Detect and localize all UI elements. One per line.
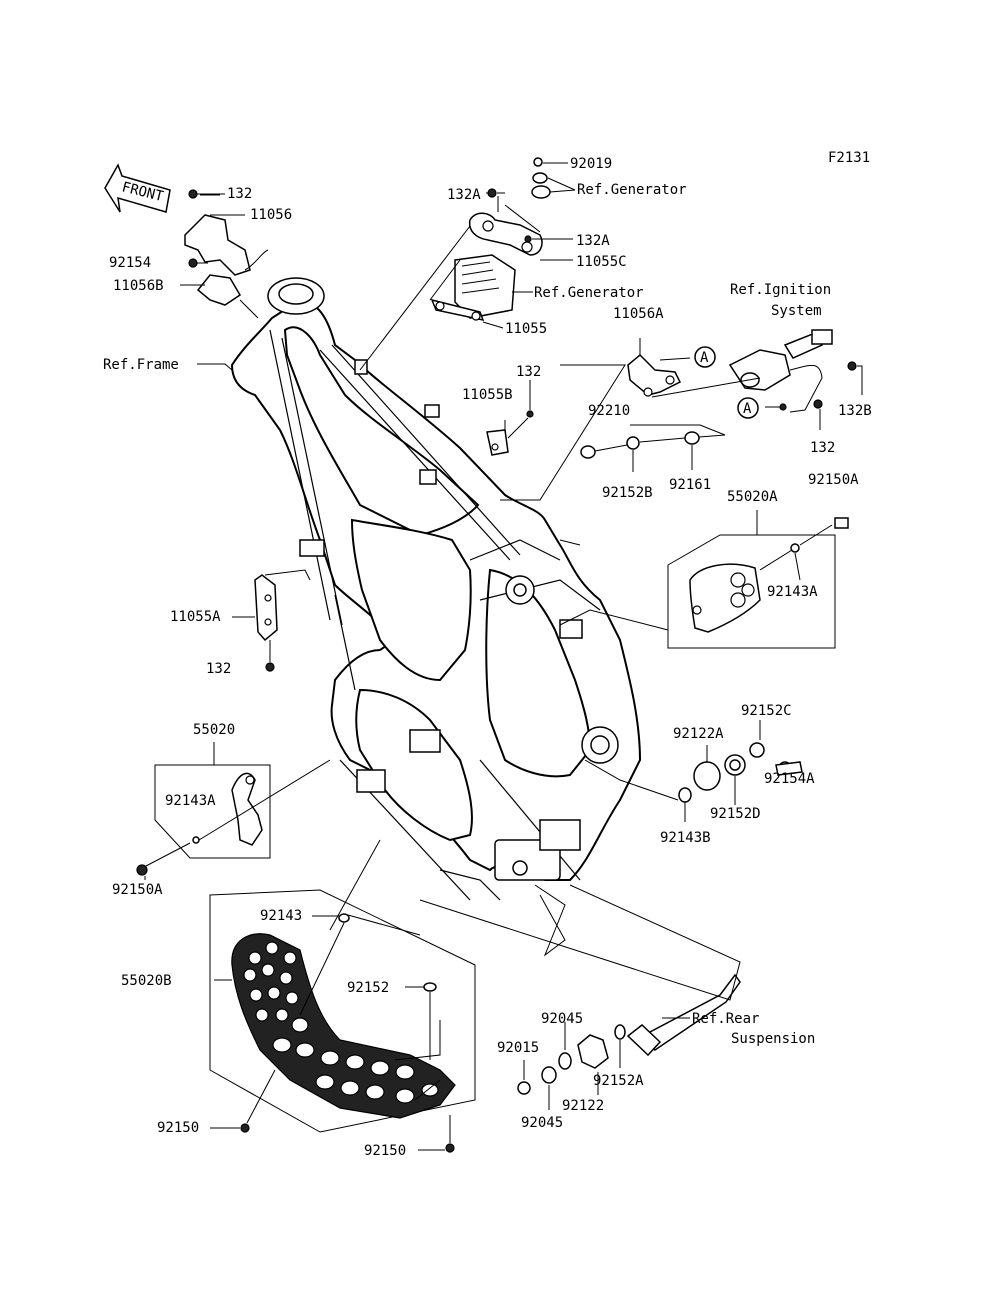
label-92143a-left: 92143A — [165, 793, 216, 809]
label-55020b: 55020B — [121, 973, 172, 989]
label-92045-top: 92045 — [541, 1011, 583, 1027]
label-92152c: 92152C — [741, 703, 792, 719]
cover-55020a — [559, 510, 849, 649]
svg-text:A: A — [700, 350, 709, 366]
label-92122: 92122 — [562, 1098, 604, 1114]
label-ref-generator-2: Ref.Generator — [534, 285, 644, 301]
label-suspension: Suspension — [731, 1031, 815, 1047]
label-132a-mid: 132A — [576, 233, 610, 249]
label-11055c: 11055C — [576, 254, 627, 270]
label-92210: 92210 — [588, 403, 630, 419]
label-92152d: 92152D — [710, 806, 761, 822]
label-92150-left: 92150 — [157, 1120, 199, 1136]
label-92152: 92152 — [347, 980, 389, 996]
label-system: System — [771, 303, 822, 319]
label-92015: 92015 — [497, 1040, 539, 1056]
label-92152b: 92152B — [602, 485, 653, 501]
rear-suspension-linkage — [419, 884, 741, 1110]
label-ref-generator-1: Ref.Generator — [577, 182, 687, 198]
bracket-11055b — [486, 380, 534, 456]
bracket-11055a — [232, 569, 311, 672]
part-labels: 92019 Ref.Generator 132A 132 11056 132A … — [103, 156, 872, 1159]
front-arrow-icon: FRONT — [104, 163, 171, 213]
label-ref-frame: Ref.Frame — [103, 357, 179, 373]
label-11056: 11056 — [250, 207, 292, 223]
skid-plate-55020b — [209, 839, 476, 1153]
label-55020a: 55020A — [727, 489, 778, 505]
label-92143a-right: 92143A — [767, 584, 818, 600]
label-92150a-right: 92150A — [808, 472, 859, 488]
bracket-11056 — [180, 189, 269, 319]
label-92019: 92019 — [570, 156, 612, 172]
label-132-top: 132 — [227, 186, 252, 202]
label-92122a: 92122A — [673, 726, 724, 742]
label-92161: 92161 — [669, 477, 711, 493]
svg-text:A: A — [743, 401, 752, 417]
connector-a-2: A — [737, 397, 759, 419]
label-ref-ignition: Ref.Ignition — [730, 282, 831, 298]
label-11055: 11055 — [505, 321, 547, 337]
label-92150-bottom: 92150 — [364, 1143, 406, 1159]
label-132-mid: 132 — [516, 364, 541, 380]
label-132-right: 132 — [810, 440, 835, 456]
leader-lines — [197, 192, 581, 546]
label-92045-bottom: 92045 — [521, 1115, 563, 1131]
label-11056b: 11056B — [113, 278, 164, 294]
pivot-collars — [584, 720, 803, 822]
label-11056a: 11056A — [613, 306, 664, 322]
label-ref-rear: Ref.Rear — [692, 1011, 759, 1027]
label-11055a: 11055A — [170, 609, 221, 625]
ignition-coil — [728, 329, 863, 430]
collar-set — [580, 424, 726, 472]
label-132a-top: 132A — [447, 187, 481, 203]
connector-a-1: A — [694, 346, 716, 368]
regulator-assembly — [359, 157, 576, 371]
label-11055b: 11055B — [462, 387, 513, 403]
guard-55020 — [136, 742, 331, 880]
label-92150a-left: 92150A — [112, 882, 163, 898]
motorcycle-frame — [230, 277, 642, 901]
diagram-code: F2131 — [828, 150, 870, 166]
label-92154a: 92154A — [764, 771, 815, 787]
label-92152a: 92152A — [593, 1073, 644, 1089]
skid-holes — [243, 941, 439, 1104]
label-92143b: 92143B — [660, 830, 711, 846]
label-132-low: 132 — [206, 661, 231, 677]
label-92143: 92143 — [260, 908, 302, 924]
bracket-11056a — [500, 338, 761, 501]
label-92154: 92154 — [109, 255, 151, 271]
label-55020: 55020 — [193, 722, 235, 738]
label-132b: 132B — [838, 403, 872, 419]
